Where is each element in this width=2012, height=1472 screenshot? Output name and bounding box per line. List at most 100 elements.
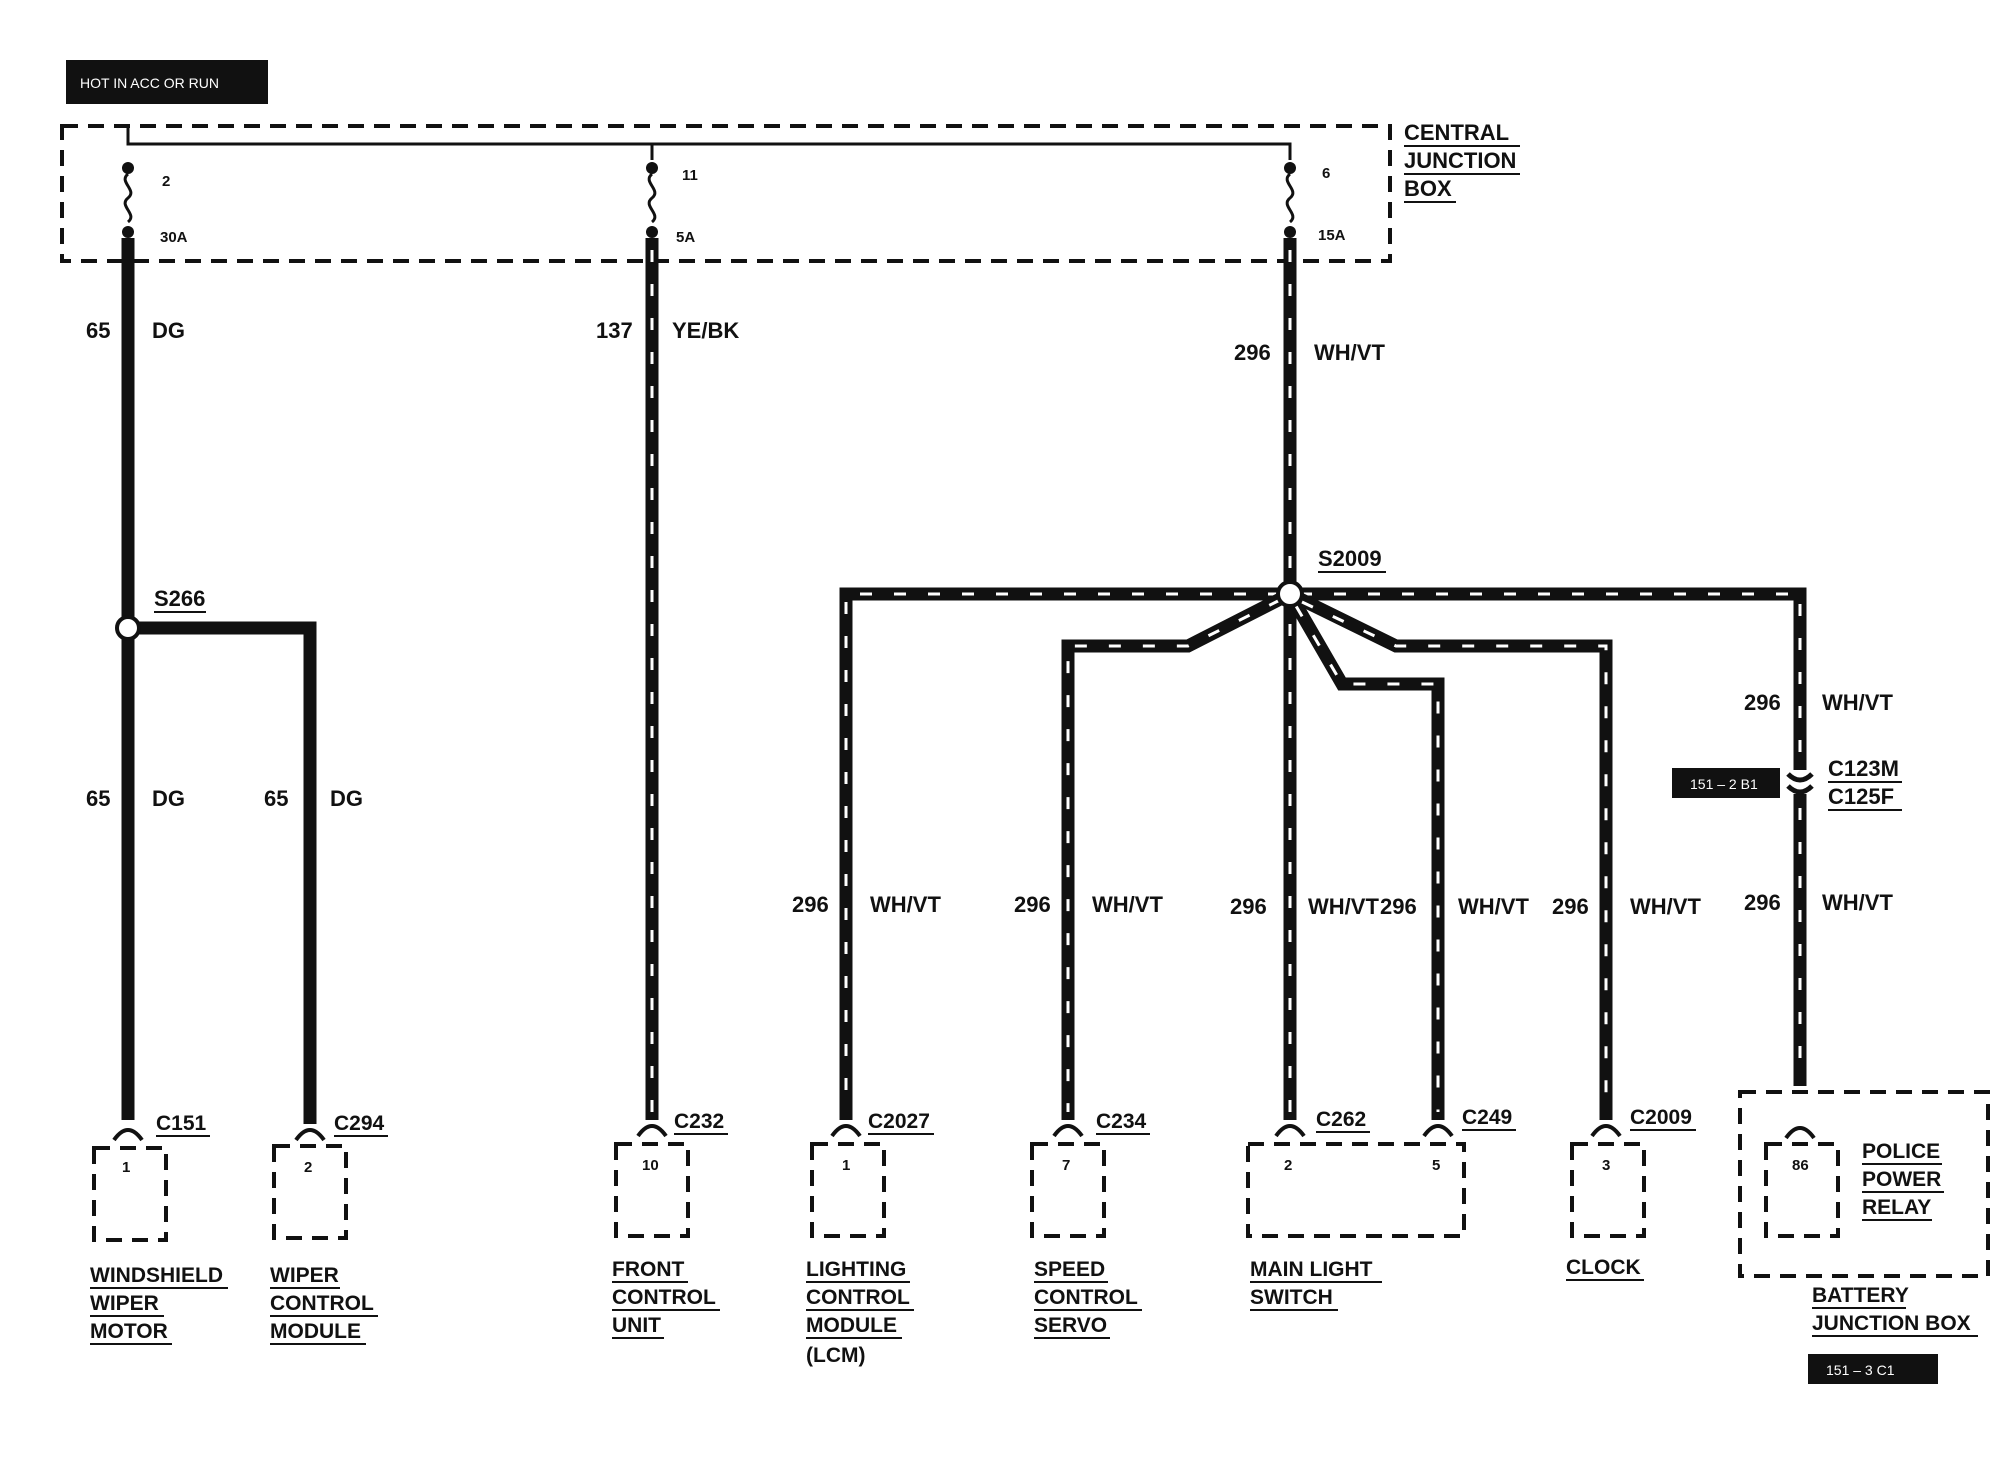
svg-text:WH/VT: WH/VT bbox=[1630, 894, 1701, 919]
svg-text:S266: S266 bbox=[154, 586, 205, 611]
splice-s266 bbox=[115, 615, 141, 641]
svg-text:MAIN LIGHT: MAIN LIGHT bbox=[1250, 1258, 1373, 1281]
svg-text:WH/VT: WH/VT bbox=[1092, 892, 1163, 917]
svg-text:LIGHTING: LIGHTING bbox=[806, 1258, 906, 1281]
svg-text:S2009: S2009 bbox=[1318, 546, 1382, 571]
svg-text:CENTRAL: CENTRAL bbox=[1404, 120, 1509, 145]
component-front-control-unit: 10 C232 FRONT CONTROL UNIT bbox=[612, 1110, 728, 1339]
svg-text:296: 296 bbox=[1234, 340, 1271, 365]
wire-ye-bk: 137 YE/BK bbox=[596, 238, 739, 1120]
svg-text:1: 1 bbox=[122, 1159, 130, 1176]
svg-text:2: 2 bbox=[1284, 1157, 1292, 1174]
component-battery-junction-box: 86 POLICE POWER RELAY BATTERY JUNCTION B… bbox=[1738, 1090, 1990, 1384]
svg-text:15A: 15A bbox=[1318, 227, 1346, 244]
svg-text:137: 137 bbox=[596, 318, 633, 343]
svg-text:C234: C234 bbox=[1096, 1110, 1147, 1133]
svg-text:WH/VT: WH/VT bbox=[1308, 894, 1379, 919]
svg-text:MODULE: MODULE bbox=[270, 1320, 361, 1343]
page-ref-151-2-b1 bbox=[1672, 768, 1780, 798]
hot-label: HOT IN ACC OR RUN bbox=[80, 75, 219, 91]
svg-text:296: 296 bbox=[1380, 894, 1417, 919]
svg-text:C294: C294 bbox=[334, 1112, 385, 1135]
svg-text:SPEED: SPEED bbox=[1034, 1258, 1105, 1281]
component-speed-control-servo: 7 C234 SPEED CONTROL SERVO bbox=[1030, 1110, 1150, 1339]
svg-text:296: 296 bbox=[792, 892, 829, 917]
svg-text:65: 65 bbox=[86, 786, 110, 811]
svg-text:CONTROL: CONTROL bbox=[1034, 1286, 1138, 1309]
svg-text:YE/BK: YE/BK bbox=[672, 318, 739, 343]
component-lighting-control-module: 1 C2027 LIGHTING CONTROL MODULE (LCM) bbox=[806, 1110, 934, 1367]
svg-text:UNIT: UNIT bbox=[612, 1314, 661, 1337]
svg-text:C232: C232 bbox=[674, 1110, 724, 1133]
svg-text:RELAY: RELAY bbox=[1862, 1196, 1931, 1219]
svg-text:DG: DG bbox=[330, 786, 363, 811]
svg-text:6: 6 bbox=[1322, 165, 1330, 182]
svg-text:MODULE: MODULE bbox=[806, 1314, 897, 1337]
component-wiper-control-module: 2 C294 WIPER CONTROL MODULE bbox=[270, 1112, 388, 1345]
svg-text:FRONT: FRONT bbox=[612, 1258, 684, 1281]
svg-text:CONTROL: CONTROL bbox=[270, 1292, 374, 1315]
svg-text:BOX: BOX bbox=[1404, 176, 1452, 201]
page-ref-151-3-c1 bbox=[1808, 1354, 1938, 1384]
svg-text:WH/VT: WH/VT bbox=[1458, 894, 1529, 919]
inline-connector-c123m-c125f: C123M C125F 151 – 2 B1 bbox=[1672, 756, 1902, 811]
svg-text:C2027: C2027 bbox=[868, 1110, 930, 1133]
svg-text:5: 5 bbox=[1432, 1157, 1440, 1174]
connector-ends bbox=[112, 1124, 1816, 1142]
svg-text:151 – 3 C1: 151 – 3 C1 bbox=[1826, 1362, 1895, 1378]
fuse-11: 11 5A bbox=[646, 162, 698, 246]
fuse-6: 6 15A bbox=[1284, 162, 1346, 244]
svg-text:1: 1 bbox=[842, 1157, 850, 1174]
svg-text:WH/VT: WH/VT bbox=[1314, 340, 1385, 365]
svg-text:2: 2 bbox=[304, 1159, 312, 1176]
fuse-2: 2 30A bbox=[122, 162, 188, 246]
svg-text:(LCM): (LCM) bbox=[806, 1344, 865, 1367]
svg-text:5A: 5A bbox=[676, 229, 695, 246]
svg-text:30A: 30A bbox=[160, 229, 188, 246]
svg-text:3: 3 bbox=[1602, 1157, 1610, 1174]
wire-dg: S266 65 DG 65 DG 65 DG bbox=[86, 238, 363, 1124]
svg-text:JUNCTION: JUNCTION bbox=[1404, 148, 1516, 173]
central-junction-box-label: CENTRAL JUNCTION BOX bbox=[1404, 120, 1520, 203]
wire-wh-vt: S2009 296 WH/VT 296 WH/VT 296 WH/VT 296 … bbox=[792, 238, 1893, 1120]
svg-text:151 – 2 B1: 151 – 2 B1 bbox=[1690, 776, 1758, 792]
svg-text:296: 296 bbox=[1744, 690, 1781, 715]
svg-text:POLICE: POLICE bbox=[1862, 1140, 1940, 1163]
svg-text:WH/VT: WH/VT bbox=[1822, 890, 1893, 915]
svg-text:WIPER: WIPER bbox=[270, 1264, 339, 1287]
svg-text:CLOCK: CLOCK bbox=[1566, 1256, 1641, 1279]
svg-text:7: 7 bbox=[1062, 1157, 1070, 1174]
component-windshield-wiper-motor: 1 C151 WINDSHIELD WIPER MOTOR bbox=[90, 1112, 228, 1345]
svg-text:CONTROL: CONTROL bbox=[806, 1286, 910, 1309]
svg-text:SWITCH: SWITCH bbox=[1250, 1286, 1333, 1309]
svg-text:C123M: C123M bbox=[1828, 756, 1899, 781]
svg-text:WIPER: WIPER bbox=[90, 1292, 159, 1315]
svg-text:296: 296 bbox=[1230, 894, 1267, 919]
component-main-light-switch: 2 5 C262 C249 MAIN LIGHT SWITCH bbox=[1246, 1106, 1516, 1311]
svg-text:CONTROL: CONTROL bbox=[612, 1286, 716, 1309]
hot-bus-bar bbox=[126, 126, 1292, 160]
svg-text:BATTERY: BATTERY bbox=[1812, 1284, 1909, 1307]
svg-text:65: 65 bbox=[264, 786, 288, 811]
svg-text:C125F: C125F bbox=[1828, 784, 1894, 809]
svg-text:C262: C262 bbox=[1316, 1108, 1366, 1131]
component-police-power-relay bbox=[1764, 1142, 1840, 1238]
svg-text:2: 2 bbox=[162, 173, 170, 190]
svg-text:JUNCTION BOX: JUNCTION BOX bbox=[1812, 1312, 1971, 1335]
svg-text:C151: C151 bbox=[156, 1112, 207, 1135]
svg-text:296: 296 bbox=[1744, 890, 1781, 915]
svg-text:C2009: C2009 bbox=[1630, 1106, 1692, 1129]
central-junction-box bbox=[60, 124, 1392, 263]
svg-text:MOTOR: MOTOR bbox=[90, 1320, 168, 1343]
svg-text:296: 296 bbox=[1014, 892, 1051, 917]
svg-text:86: 86 bbox=[1792, 1157, 1809, 1174]
svg-text:11: 11 bbox=[682, 167, 698, 184]
hot-label-box bbox=[66, 60, 268, 104]
svg-text:DG: DG bbox=[152, 786, 185, 811]
splice-s2009 bbox=[1276, 580, 1304, 608]
svg-text:65: 65 bbox=[86, 318, 110, 343]
svg-text:WH/VT: WH/VT bbox=[1822, 690, 1893, 715]
svg-text:C249: C249 bbox=[1462, 1106, 1512, 1129]
component-clock: 3 C2009 CLOCK bbox=[1566, 1106, 1696, 1281]
